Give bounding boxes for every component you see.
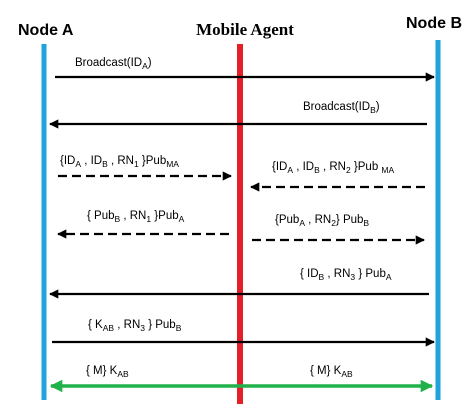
header-node-a: Node A (18, 22, 74, 39)
label-request-b-to-agent: {IDA , IDB , RN2 }Pub MA (272, 161, 395, 175)
label-broadcast-a: Broadcast(IDA) (75, 57, 152, 71)
label-key-a-to-b: { KAB , RN3 } PubB (88, 319, 182, 333)
label-reply-agent-to-b: {PubA , RN2} PubB (275, 214, 369, 228)
label-reply-agent-to-a: { PubB , RN1 }PubA (87, 210, 185, 224)
label-secure-channel-left: { M} KAB (86, 365, 129, 379)
header-node-b: Node B (406, 15, 462, 32)
label-id-b-to-a: { IDB , RN3 } PubA (300, 268, 392, 282)
label-broadcast-b: Broadcast(IDB) (303, 101, 380, 115)
label-request-a-to-agent: {IDA , IDB , RN1 }PubMA (60, 155, 179, 169)
header-mobile-agent: Mobile Agent (196, 20, 294, 39)
label-secure-channel-right: { M} KAB (310, 365, 353, 379)
